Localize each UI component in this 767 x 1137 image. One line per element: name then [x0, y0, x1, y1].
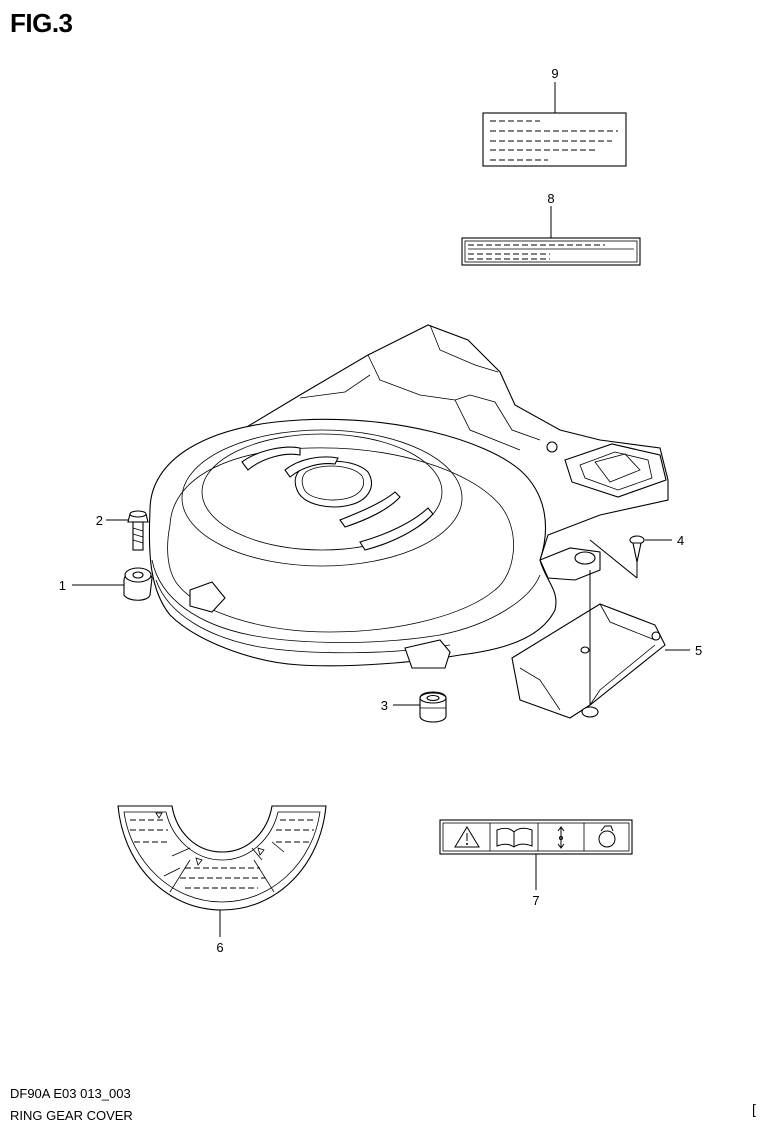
part-5-bracket[interactable]	[511, 603, 666, 719]
callout-6[interactable]: 6	[216, 940, 223, 955]
part-7-warning-label[interactable]	[439, 819, 633, 855]
pulley-icon	[598, 825, 616, 848]
part-1-ring-gear-cover[interactable]	[123, 324, 669, 669]
manual-book-icon	[496, 827, 533, 848]
part-9-label-sticker[interactable]	[482, 112, 627, 167]
part-4-screw[interactable]	[629, 535, 645, 563]
part-group-name: RING GEAR COVER	[10, 1108, 133, 1123]
callout-9[interactable]: 9	[551, 66, 558, 81]
part-8-label-sticker[interactable]	[461, 237, 641, 266]
callout-5[interactable]: 5	[695, 643, 702, 658]
figure-title: FIG.3	[10, 8, 73, 38]
callout-3[interactable]: 3	[381, 698, 388, 713]
hand-icon	[557, 826, 565, 849]
callout-4[interactable]: 4	[677, 533, 684, 548]
part-2-bolt[interactable]	[127, 510, 149, 551]
corner-bracket-mark: [	[752, 1101, 756, 1117]
callout-2[interactable]: 2	[96, 513, 103, 528]
callout-8[interactable]: 8	[547, 191, 554, 206]
callout-1[interactable]: 1	[59, 578, 66, 593]
model-code: DF90A E03 013_003	[10, 1086, 131, 1101]
callout-7[interactable]: 7	[532, 893, 539, 908]
part-3-grommet[interactable]	[419, 691, 447, 723]
part-6-ring-label[interactable]	[117, 805, 327, 911]
warning-triangle-icon	[454, 826, 480, 848]
